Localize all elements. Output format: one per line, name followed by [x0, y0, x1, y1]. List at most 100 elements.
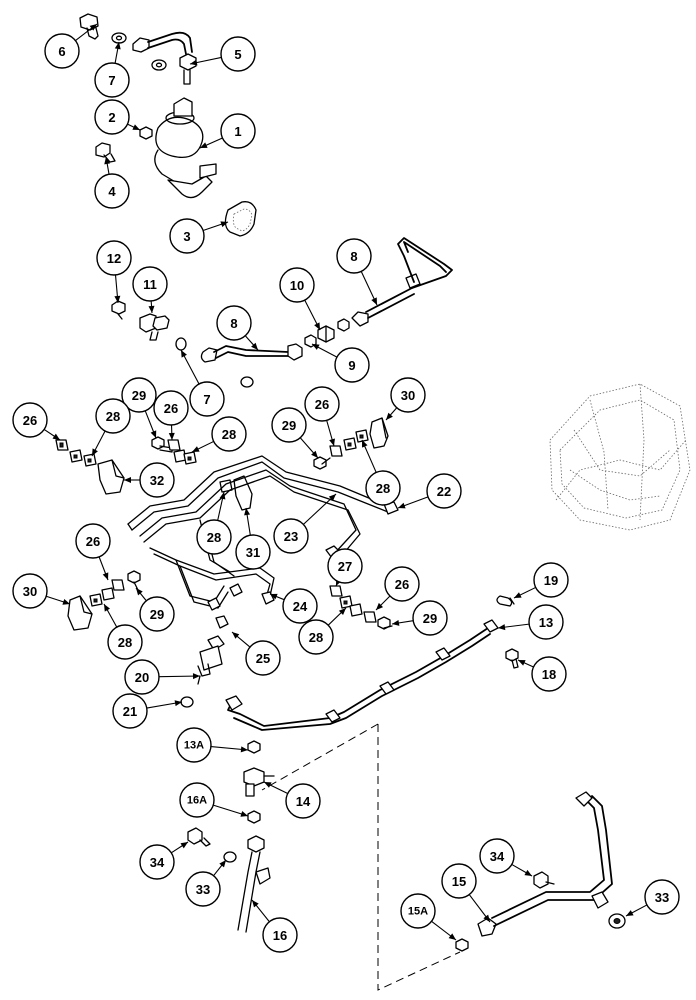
callout-33a: 33	[185, 871, 221, 907]
callout-26e: 26	[384, 566, 420, 602]
callout-28a: 28	[95, 398, 131, 434]
callout-circle	[132, 266, 168, 302]
callout-circle	[441, 863, 477, 899]
callout-circle	[390, 377, 426, 413]
callout-label: 19	[544, 573, 558, 588]
injection-line-8-left	[200, 343, 303, 363]
leader-arrowhead-13A	[240, 746, 248, 753]
callout-28d: 28	[196, 519, 232, 555]
callout-label: 11	[143, 277, 157, 292]
callout-20: 20	[124, 659, 160, 695]
callout-11: 11	[132, 266, 168, 302]
callout-2: 2	[94, 99, 130, 135]
leader-arrowhead-33b	[626, 910, 634, 916]
callout-circle	[169, 218, 205, 254]
callout-label: 34	[490, 849, 505, 864]
callout-label: 30	[23, 584, 37, 599]
callout-label: 9	[348, 358, 355, 373]
injector-20	[197, 635, 225, 685]
bolt-12	[111, 300, 126, 320]
callout-24: 24	[282, 588, 318, 624]
callout-26c: 26	[304, 386, 340, 422]
leader-arrowhead-34b	[524, 869, 532, 876]
callout-6: 6	[44, 33, 80, 69]
leader-arrowhead-15A	[448, 933, 456, 940]
callout-circle	[153, 390, 189, 426]
routing-dash-line	[261, 723, 461, 991]
plug-2	[139, 126, 153, 140]
callout-circle	[271, 407, 307, 443]
callout-circle	[44, 33, 80, 69]
callout-circle	[262, 917, 298, 953]
callout-circle	[426, 473, 462, 509]
leader-arrowhead-26a	[52, 433, 60, 440]
callout-label: 10	[290, 278, 304, 293]
callout-circle	[384, 566, 420, 602]
callout-29c: 29	[139, 596, 175, 632]
callout-34a: 34	[139, 844, 175, 880]
callout-label: 5	[234, 47, 241, 62]
callout-circle	[220, 36, 256, 72]
leader-arrowhead-8b	[251, 342, 258, 350]
clamp-26-g	[363, 611, 377, 623]
callout-15: 15	[441, 863, 477, 899]
callout-label: 28	[106, 409, 120, 424]
callout-circle	[112, 693, 148, 729]
washer-21	[180, 696, 194, 708]
callout-label: 31	[246, 545, 260, 560]
leader-arrowhead-8a	[371, 297, 377, 305]
gasket-3	[224, 201, 257, 237]
callout-34b: 34	[479, 838, 515, 874]
callout-label: 7	[108, 73, 115, 88]
leader-arrowhead-13	[498, 624, 506, 631]
leader-arrowhead-28d	[219, 492, 226, 500]
callout-28c: 28	[365, 470, 401, 506]
callout-circle	[124, 659, 160, 695]
pipe-16	[237, 835, 271, 933]
callout-label: 22	[437, 484, 451, 499]
leader-arrowhead-29c	[136, 588, 143, 596]
nut-9	[304, 318, 350, 348]
callout-13: 13	[528, 604, 564, 640]
callout-label: 28	[376, 481, 390, 496]
leader-arrowhead-23	[328, 494, 336, 501]
leader-arrowhead-29a	[150, 430, 157, 438]
leader-arrowhead-28a	[92, 448, 98, 456]
callout-label: 1	[234, 124, 241, 139]
callout-circle	[644, 879, 680, 915]
callout-circle	[282, 588, 318, 624]
callout-10: 10	[279, 267, 315, 303]
leader-arrowhead-26b	[168, 432, 175, 440]
callout-31: 31	[235, 534, 271, 570]
leader-arrowhead-28c	[362, 440, 368, 448]
callout-circle	[533, 562, 569, 598]
leader-arrowhead-7b	[181, 350, 187, 358]
callout-circle	[196, 519, 232, 555]
leader-arrowhead-30b	[62, 598, 70, 605]
callout-circle	[95, 398, 131, 434]
leader-arrowhead-20	[192, 673, 200, 680]
leader-arrowhead-28b	[192, 446, 200, 452]
callout-circle	[298, 619, 334, 655]
nut-13A	[247, 740, 261, 754]
callout-label: 27	[338, 559, 352, 574]
callout-circle	[531, 656, 567, 692]
callout-circle	[211, 416, 247, 452]
callout-8a: 8	[336, 238, 372, 274]
callout-19: 19	[533, 562, 569, 598]
callout-circle	[304, 386, 340, 422]
callout-label: 13	[539, 615, 553, 630]
callout-circle	[479, 838, 515, 874]
clamp-26-b	[167, 439, 181, 451]
leader-arrowhead-26d	[102, 572, 109, 580]
bracket-30-left	[67, 595, 93, 631]
callout-9: 9	[334, 347, 370, 383]
callout-label: 15A	[408, 906, 428, 918]
callout-28e: 28	[107, 624, 143, 660]
callout-26a: 26	[12, 402, 48, 438]
callout-circle	[327, 548, 363, 584]
clamp-27	[329, 585, 343, 597]
callout-circle	[107, 624, 143, 660]
bracket-30-right	[369, 417, 389, 449]
callout-circle	[400, 893, 436, 929]
